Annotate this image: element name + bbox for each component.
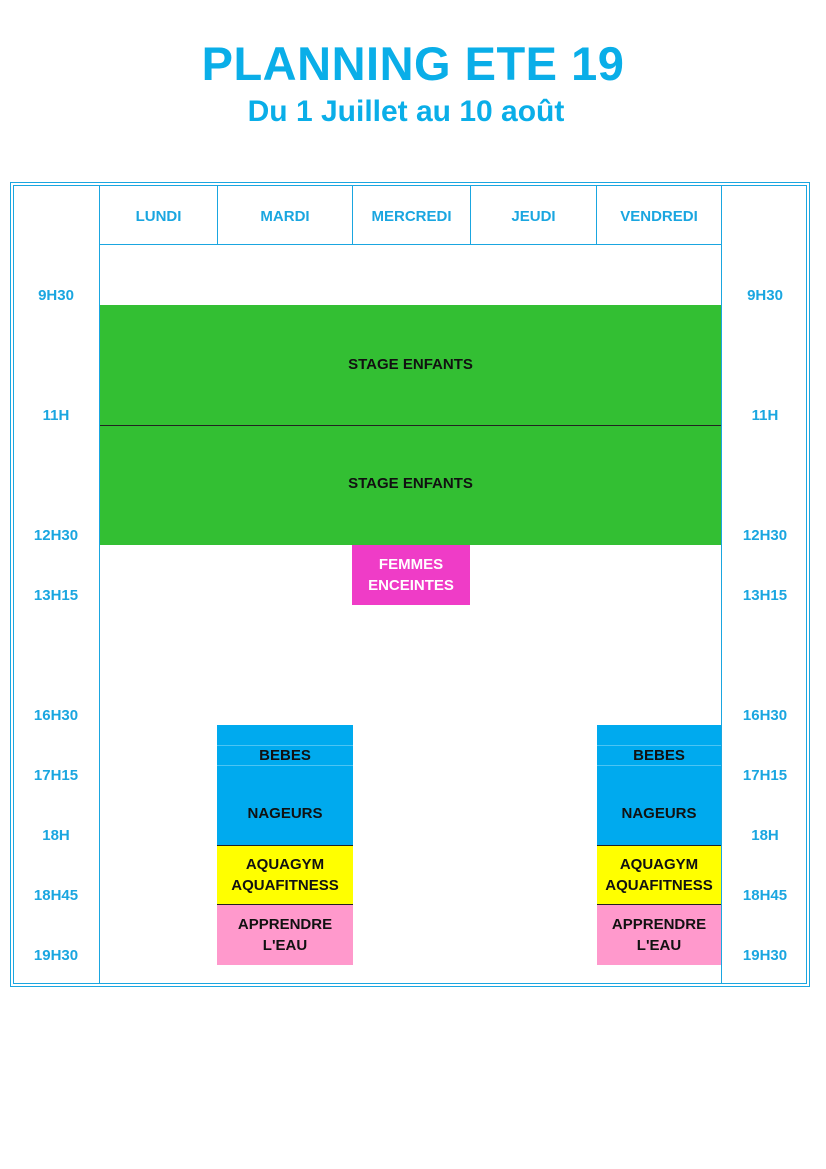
activity-vendredi-aquagym: AQUAGYM AQUAFITNESS	[597, 846, 721, 904]
time-label-left: 16H30	[33, 707, 79, 724]
grid-line-header	[596, 186, 597, 245]
activity-label: NAGEURS	[247, 805, 323, 822]
block-divider	[597, 745, 721, 746]
block-divider	[597, 765, 721, 766]
activity-label: STAGE ENFANTS	[348, 355, 473, 373]
block-divider	[597, 904, 721, 905]
time-label-right: 9H30	[747, 287, 783, 304]
header-bottom-line	[99, 244, 722, 245]
block-divider	[597, 845, 721, 846]
time-label-right: 13H15	[742, 587, 788, 604]
activity-label: NAGEURS	[621, 805, 697, 822]
activity-mardi-apprendre-eau: APPRENDRE L'EAU	[217, 905, 353, 965]
activity-label: STAGE ENFANTS	[348, 475, 473, 492]
block-divider	[217, 845, 353, 846]
activity-label: AQUAGYM AQUAFITNESS	[231, 856, 339, 894]
schedule-frame-outer	[10, 182, 810, 987]
time-label-left: 9H30	[38, 287, 74, 304]
block-divider	[217, 765, 353, 766]
page-title: PLANNING ETE 19	[201, 37, 625, 90]
activity-stage-enfants-morning: STAGE ENFANTS	[100, 305, 721, 425]
grid-line-right	[721, 186, 722, 983]
grid-line-header	[470, 186, 471, 245]
page-subtitle: Du 1 Juillet au 10 août	[247, 95, 565, 128]
time-label-right: 18H	[751, 827, 779, 844]
time-label-left: 11H	[42, 407, 70, 424]
activity-mardi-aquagym: AQUAGYM AQUAFITNESS	[217, 846, 353, 904]
time-label-right: 16H30	[742, 707, 788, 724]
grid-line-header	[352, 186, 353, 245]
time-label-left: 17H15	[33, 767, 79, 784]
activity-label: BEBES	[633, 746, 685, 764]
day-header-mercredi: MERCREDI	[371, 207, 452, 225]
time-label-left: 18H	[42, 827, 70, 844]
time-label-left: 19H30	[33, 947, 79, 964]
activity-stage-enfants-midday: STAGE ENFANTS	[100, 426, 721, 545]
time-label-left: 18H45	[33, 887, 79, 904]
activity-femmes-enceintes: FEMMES ENCEINTES	[352, 545, 470, 605]
activity-label: FEMMES ENCEINTES	[368, 556, 454, 594]
activity-label: APPRENDRE L'EAU	[237, 916, 333, 954]
time-label-right: 17H15	[742, 767, 788, 784]
time-label-right: 12H30	[742, 527, 788, 544]
time-label-left: 13H15	[33, 587, 79, 604]
block-divider	[217, 745, 353, 746]
day-header-mardi: MARDI	[260, 207, 310, 225]
activity-label: AQUAGYM AQUAFITNESS	[605, 856, 713, 894]
activity-label: BEBES	[259, 746, 311, 764]
time-label-left: 12H30	[33, 527, 79, 544]
day-header-jeudi: JEUDI	[511, 207, 556, 225]
activity-mardi-nageurs: NAGEURS	[217, 766, 353, 845]
day-header-lundi: LUNDI	[135, 207, 182, 225]
block-divider	[100, 425, 721, 426]
grid-line-header	[217, 186, 218, 245]
schedule-frame-inner	[13, 185, 807, 984]
activity-label: APPRENDRE L'EAU	[611, 916, 707, 954]
time-label-right: 19H30	[742, 947, 788, 964]
day-header-vendredi: VENDREDI	[620, 207, 698, 225]
time-label-right: 11H	[751, 407, 779, 424]
time-label-right: 18H45	[742, 887, 788, 904]
grid-line-left	[99, 186, 100, 983]
block-divider	[217, 904, 353, 905]
activity-vendredi-nageurs: NAGEURS	[597, 766, 721, 845]
activity-vendredi-apprendre-eau: APPRENDRE L'EAU	[597, 905, 721, 965]
